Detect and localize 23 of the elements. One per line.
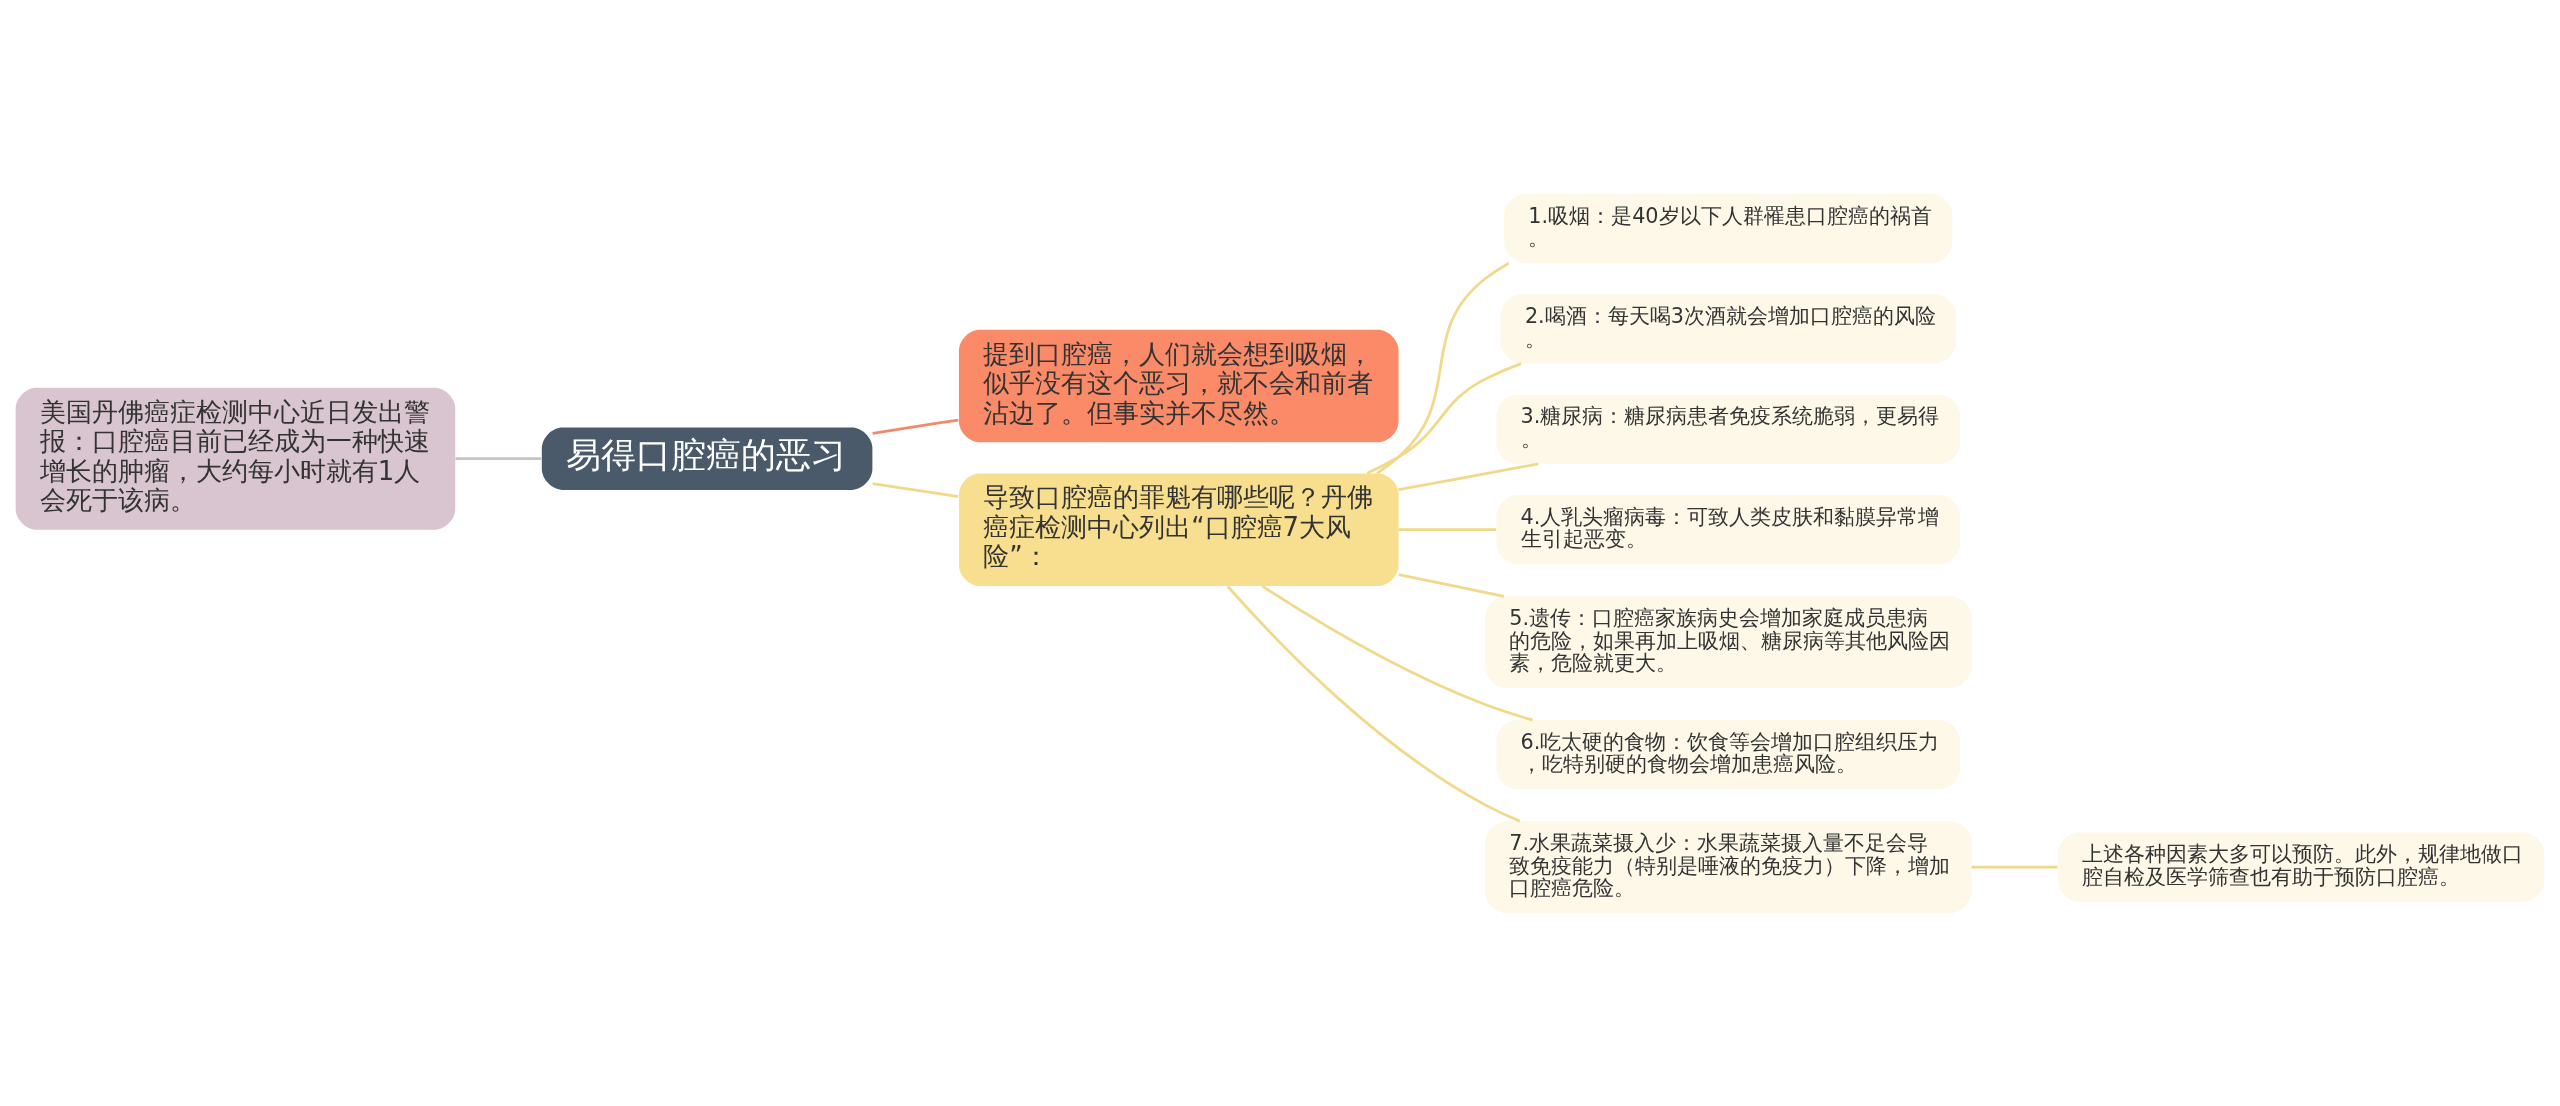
node-box: 易得口腔癌的恶习	[541, 427, 873, 490]
node-box: 导致口腔癌的罪魁有哪些呢？丹佛癌症检测中心列出“口腔癌7大风险”：	[958, 472, 1399, 586]
connector	[1398, 572, 1505, 598]
node-box: 美国丹佛癌症检测中心近日发出警报：口腔癌目前已经成为一种快速增长的肿瘤，大约每小时就有1人会死于该病。	[15, 387, 456, 530]
connector	[1398, 527, 1497, 531]
connector	[872, 481, 959, 498]
node-box: 1.吸烟：是40岁以下人群罹患口腔癌的祸首。	[1504, 193, 1953, 263]
node-box: 上述各种因素大多可以预防。此外，规律地做口腔自检及医学筛查也有助于预防口腔癌。	[2058, 832, 2545, 902]
node-box: 提到口腔癌，人们就会想到吸烟，似乎没有这个恶习，就不会和前者沾边了。但事实并不尽然。	[958, 329, 1399, 442]
connector	[1971, 865, 2058, 869]
node-box: 4.人乳头瘤病毒：可致人类皮肤和黏膜异常增生引起恶变。	[1496, 494, 1961, 564]
node-box: 6.吃太硬的食物：饮食等会增加口腔组织压力，吃特别硬的食物会增加患癌风险。	[1496, 719, 1961, 789]
connector	[1376, 261, 1510, 475]
connector	[1366, 361, 1522, 475]
connector	[1226, 585, 1521, 822]
node-box: 7.水果蔬菜摄入少：水果蔬菜摄入量不足会导致免疫能力（特别是唾液的免疫力）下降，增加口腔癌危险。	[1485, 820, 1972, 913]
connector	[872, 418, 959, 435]
node-box: 3.糖尿病：糖尿病患者免疫系统脆弱，更易得。	[1496, 394, 1961, 464]
connector	[1398, 462, 1539, 491]
node-box: 5.遗传：口腔癌家族病史会增加家庭成员患病的危险，如果再加上吸烟、糖尿病等其他风险因素，危险就更大。	[1485, 595, 1972, 688]
connector	[455, 456, 542, 460]
connector	[1261, 584, 1533, 721]
node-box: 2.喝酒：每天喝3次酒就会增加口腔癌的风险。	[1500, 293, 1956, 364]
